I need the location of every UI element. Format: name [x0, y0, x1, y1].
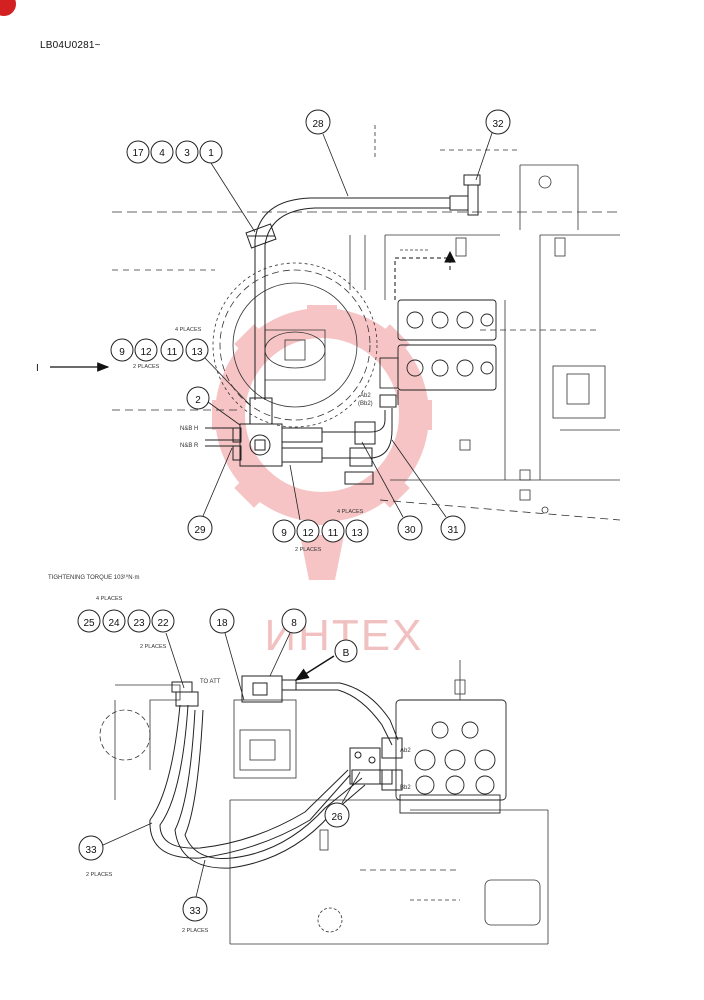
hose-28: [245, 174, 481, 400]
places-2-b: 2 PLACES: [295, 547, 322, 553]
callout-13-b: 13: [351, 528, 363, 539]
detail-b-marker: B: [294, 639, 358, 681]
callout-23: 23: [133, 618, 145, 629]
callout-25: 25: [83, 618, 95, 629]
callout-18: 18: [216, 618, 228, 629]
port-bb2-bottom: Bb2: [400, 785, 411, 791]
places-33-left: 2 PLACES: [86, 872, 113, 878]
callout-24: 24: [108, 618, 120, 629]
places-2-a: 2 PLACES: [133, 364, 160, 370]
corner-badge: [0, 0, 16, 16]
callout-31-group: 31: [391, 439, 466, 541]
callout-33-left: 33: [85, 845, 97, 856]
bottom-frame: [99, 660, 549, 945]
callout-29-group: 29: [187, 447, 233, 541]
upward-arrow: [394, 250, 456, 300]
callout-30: 30: [404, 525, 416, 536]
callout-2-group: 2: [186, 386, 241, 426]
callout-17: 17: [132, 148, 144, 159]
callout-12-a: 12: [140, 347, 152, 358]
callout-26-group: 26: [324, 771, 361, 828]
callout-1: 1: [208, 148, 214, 159]
valve-18-block: [241, 675, 403, 791]
port-ab2-bottom: Ab2: [400, 748, 411, 754]
places-4-a: 4 PLACES: [175, 327, 202, 333]
callout-33-bottom: 33: [189, 906, 201, 917]
callout-32-group: 32: [475, 109, 511, 181]
callout-group-d: 4 PLACES 25 24 23 22 2 PLACES: [77, 596, 185, 689]
callout-30-group: 30: [361, 441, 423, 541]
callout-8: 8: [291, 618, 297, 629]
callout-8-group: 8: [269, 608, 307, 677]
callout-11-b: 11: [328, 528, 339, 539]
port-bb2-top: (Bb2): [358, 401, 373, 407]
callout-18-group: 18: [209, 608, 245, 701]
torque-note: TIGHTENING TORQUE 103¹⁰N·m: [48, 574, 140, 581]
detail-b-label: B: [343, 648, 350, 659]
callout-31: 31: [447, 525, 459, 536]
label-nb-r: N&B R: [180, 443, 199, 449]
callout-13-a: 13: [191, 347, 203, 358]
callout-29: 29: [194, 525, 206, 536]
callout-4: 4: [159, 148, 165, 159]
places-2-c: 2 PLACES: [140, 644, 167, 650]
places-33-bottom: 2 PLACES: [182, 928, 209, 934]
callout-28-group: 28: [305, 109, 349, 197]
callout-26: 26: [331, 812, 343, 823]
callout-22: 22: [157, 618, 169, 629]
callout-group-c: 9 12 11 13 4 PLACES 2 PLACES: [272, 464, 369, 553]
port-ab2-top: Ab2: [360, 393, 371, 399]
callout-28: 28: [312, 119, 324, 130]
callout-group-b: 9 12 11 13 4 PLACES 2 PLACES: [110, 327, 251, 406]
callout-3: 3: [184, 148, 190, 159]
callout-12-b: 12: [302, 528, 314, 539]
callout-group-a: 17 4 3 1: [126, 140, 256, 233]
places-4-b: 4 PLACES: [337, 509, 364, 515]
document-code: LB04U0281~: [40, 40, 101, 51]
callout-33-left-group: 33 2 PLACES: [78, 822, 153, 878]
places-4-c: 4 PLACES: [96, 596, 123, 602]
top-frame: [112, 125, 621, 521]
callout-32: 32: [492, 119, 504, 130]
hoses-bottom: [149, 681, 399, 869]
label-nb-h: N&B H: [180, 426, 198, 432]
callout-9-a: 9: [119, 347, 125, 358]
control-valve-top: [379, 299, 497, 405]
callout-11-a: 11: [167, 347, 178, 358]
callout-2: 2: [195, 395, 201, 406]
to-att-label: TO ATT: [200, 679, 221, 685]
valve-block-2: [205, 394, 397, 485]
callout-33-bottom-group: 33 2 PLACES: [182, 859, 209, 934]
callout-9-b: 9: [281, 528, 287, 539]
control-valve-bottom: [395, 699, 507, 814]
view-label-i: I: [36, 363, 39, 374]
